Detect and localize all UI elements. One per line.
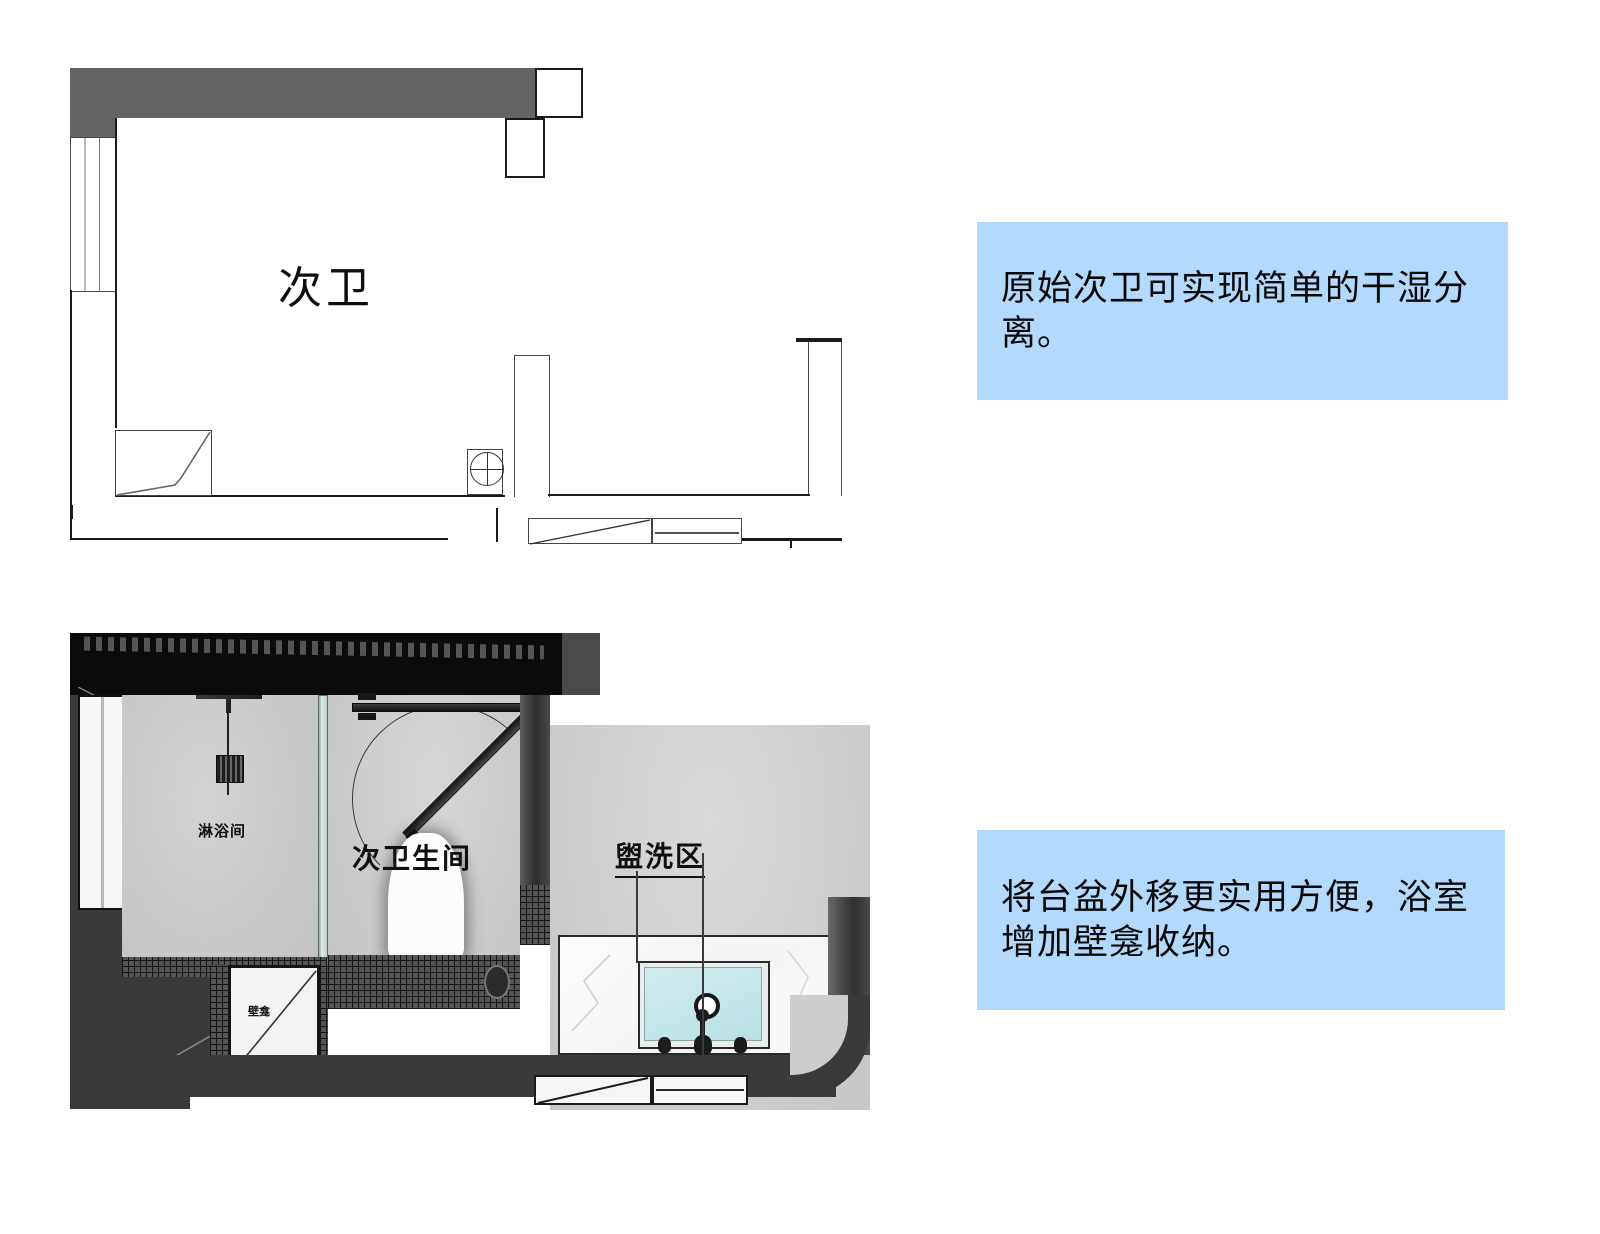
shower-tray-diagonal — [116, 431, 211, 496]
wall-box-duct — [505, 118, 545, 178]
column-top-right — [562, 633, 600, 695]
callout-original-text: 原始次卫可实现简单的干湿分离。 — [1001, 268, 1470, 354]
wall-tile-hatch-right — [520, 885, 550, 945]
door-frame-bar — [352, 703, 538, 712]
window-left — [70, 137, 117, 292]
wall-inner-left — [115, 118, 117, 428]
shower-arm — [226, 699, 231, 713]
wall-partition-middle — [514, 355, 550, 497]
original-room-label: 次卫 — [278, 264, 374, 313]
wall-bottom-run — [548, 494, 810, 496]
wall-bottom-mid-tick — [496, 508, 498, 542]
shower-room-label: 淋浴间 — [198, 823, 247, 840]
door-frame-hinge-bottom — [358, 713, 376, 720]
niche-diagonal — [233, 970, 317, 1072]
door-frame-hinge-top — [358, 693, 376, 700]
niche-label: 壁龛 — [248, 1006, 270, 1018]
callout-original: 原始次卫可实现简单的干湿分离。 — [977, 222, 1508, 400]
door-sill-right-line — [655, 532, 739, 534]
wall-bottom-inner — [115, 495, 505, 497]
shower-tray-outline — [115, 430, 212, 496]
callout-redesign: 将台盆外移更实用方便，浴室增加壁龛收纳。 — [977, 830, 1505, 1010]
toilet-fixture — [388, 833, 464, 961]
shower-ceiling-rail — [196, 695, 262, 699]
niche-right-hatch — [320, 965, 328, 1075]
door-sill-right — [652, 518, 742, 544]
callout-redesign-text: 将台盆外移更实用方便，浴室增加壁龛收纳。 — [1001, 877, 1470, 963]
toilet-room-label: 次卫生间 — [352, 843, 473, 874]
original-cad-floorplan: 次卫 — [0, 0, 900, 580]
niche-left-hatch — [210, 965, 228, 1075]
wash-area-label: 盥洗区 — [615, 835, 706, 878]
outer-band-bottom-2 — [70, 1073, 190, 1109]
wall-bottom-left-tick — [70, 505, 73, 519]
wall-top-thick — [70, 68, 535, 118]
shower-head-icon — [216, 755, 244, 783]
shower-room-floor — [122, 695, 327, 990]
shower-head-drop — [227, 781, 229, 795]
faucet-handle-right — [734, 1037, 747, 1053]
floor-drain-render — [484, 965, 510, 999]
wall-bottom-far-right — [742, 538, 842, 541]
faucet-handle-left — [658, 1037, 671, 1053]
threshold-diagonal — [537, 1077, 649, 1104]
leader-line-2 — [702, 853, 704, 1065]
wall-bottom-outer — [70, 538, 448, 540]
wall-partition-right — [808, 340, 842, 496]
leader-line-1 — [636, 871, 638, 963]
threshold-box-right-line — [656, 1089, 744, 1091]
redesigned-render-floorplan: 淋浴间 次卫生间 壁龛 盥洗区 — [70, 625, 870, 1110]
wall-bottom-far-right-tick — [790, 538, 792, 548]
wall-outer-left — [70, 290, 72, 540]
wall-right-cap — [796, 338, 842, 342]
glass-partition — [318, 695, 328, 990]
shower-riser — [227, 713, 229, 791]
door-sill-diagonal — [529, 519, 651, 545]
wall-box-top-right — [535, 68, 583, 118]
floor-drain-icon — [470, 452, 504, 486]
